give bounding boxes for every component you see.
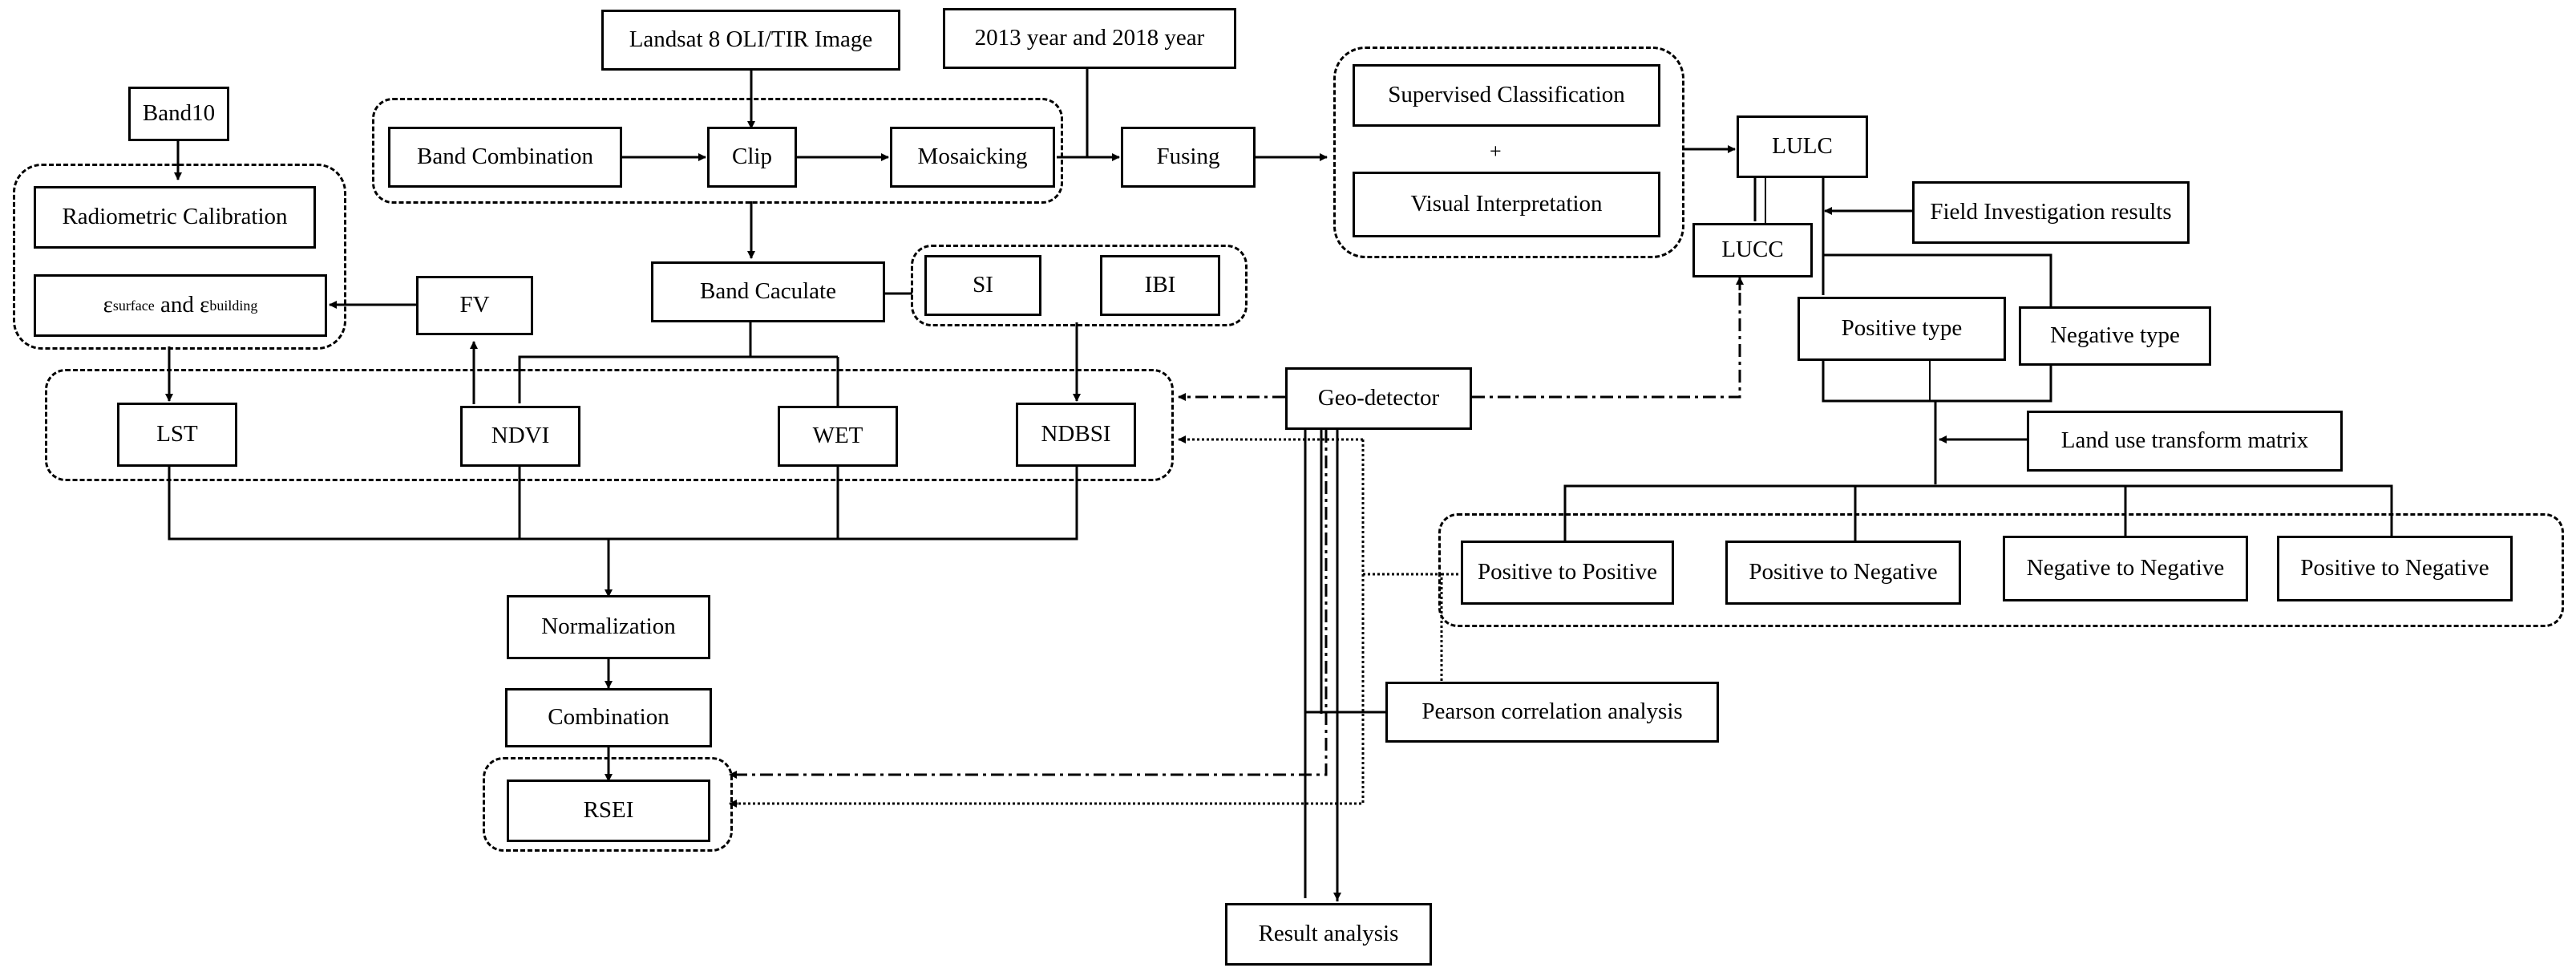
transition-group: [1438, 513, 2564, 627]
positive-to-positive-node: Positive to Positive: [1461, 541, 1674, 605]
field-investigation-node: Field Investigation results: [1912, 181, 2190, 244]
rsei-group: [483, 757, 733, 852]
normalization-node: Normalization: [507, 595, 710, 659]
mosaicking-node: Mosaicking: [890, 127, 1055, 188]
lucc-node: LUCC: [1692, 223, 1813, 277]
band10-node: Band10: [128, 87, 229, 141]
plus-sign: +: [1490, 140, 1502, 163]
positive-to-negative-node-2: Positive to Negative: [2277, 536, 2513, 601]
radiometric-calibration-node: Radiometric Calibration: [34, 186, 316, 249]
ndbsi-node: NDBSI: [1016, 403, 1136, 467]
combination-node: Combination: [505, 688, 712, 747]
indices-group: [45, 369, 1174, 481]
fv-node: FV: [416, 276, 533, 335]
si-node: SI: [924, 255, 1041, 316]
si-ibi-group: [911, 245, 1248, 326]
geo-detector-node: Geo-detector: [1285, 367, 1472, 430]
classification-group: [1333, 47, 1684, 258]
lst-node: LST: [117, 403, 237, 467]
calibration-group: [13, 164, 346, 350]
landsat-node: Landsat 8 OLI/TIR Image: [601, 10, 900, 71]
wet-node: WET: [778, 406, 898, 467]
visual-interpretation-node: Visual Interpretation: [1353, 172, 1660, 237]
pearson-node: Pearson correlation analysis: [1385, 682, 1719, 743]
band-caculate-node: Band Caculate: [651, 261, 885, 322]
lulc-node: LULC: [1737, 115, 1868, 178]
ndvi-node: NDVI: [460, 406, 580, 467]
negative-type-node: Negative type: [2019, 306, 2211, 366]
rsei-node: RSEI: [507, 780, 710, 842]
years-node: 2013 year and 2018 year: [943, 8, 1236, 69]
transform-matrix-node: Land use transform matrix: [2027, 411, 2343, 472]
result-analysis-node: Result analysis: [1225, 903, 1432, 966]
fusing-node: Fusing: [1121, 127, 1256, 188]
positive-to-negative-node-1: Positive to Negative: [1725, 541, 1961, 605]
preprocessing-group: [372, 98, 1063, 204]
clip-node: Clip: [707, 127, 797, 188]
positive-type-node: Positive type: [1798, 297, 2006, 361]
negative-to-negative-node: Negative to Negative: [2003, 536, 2248, 601]
supervised-node: Supervised Classification: [1353, 64, 1660, 127]
band-combination-node: Band Combination: [388, 127, 622, 188]
ibi-node: IBI: [1100, 255, 1220, 316]
